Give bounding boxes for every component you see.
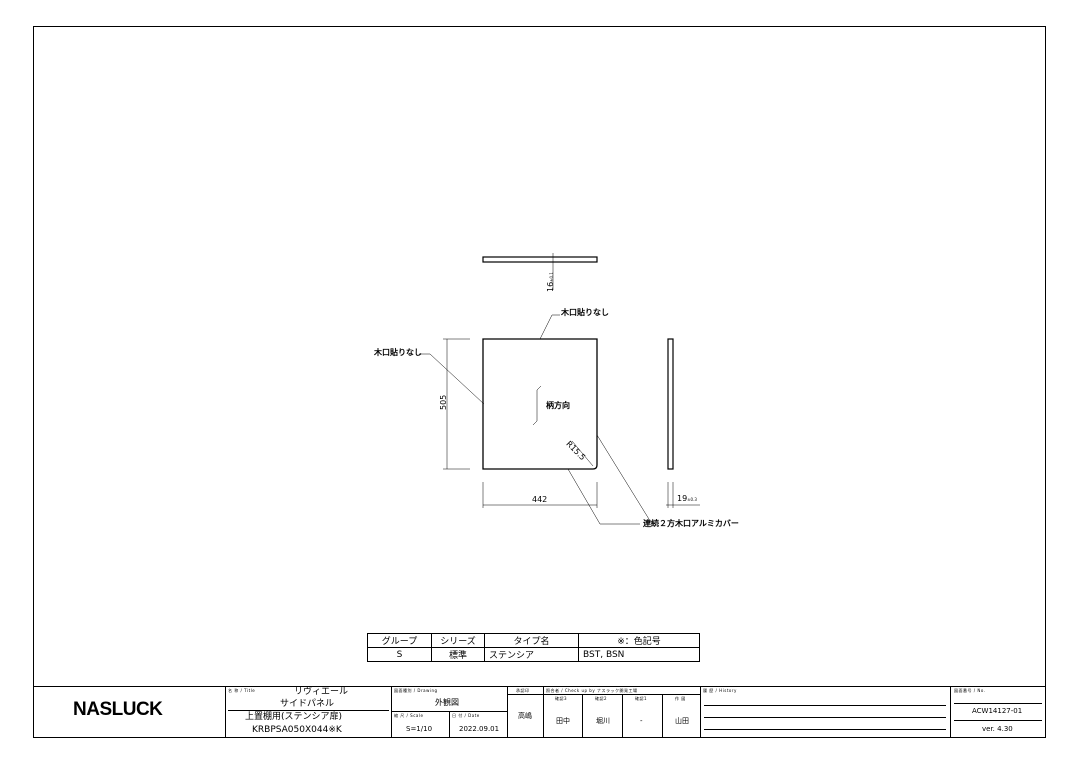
cell-series: 標準 <box>431 647 485 662</box>
history-label: 履 歴 / History <box>703 688 737 693</box>
model-number: KRBPSA050X044※K <box>252 725 342 735</box>
header-group: グループ <box>367 633 432 648</box>
check1-label: 確認1 <box>635 696 648 701</box>
note-aluminum-cover: 連続２方木口アルミカバー <box>643 519 739 528</box>
width-dim: 442 <box>532 495 548 504</box>
drafter-label: 作 図 <box>675 696 686 701</box>
date-label: 日 付 / Date <box>452 713 480 718</box>
grain-direction-label: 柄方向 <box>546 401 570 410</box>
check3-label: 確認3 <box>555 696 568 701</box>
title-line2: サイドパネル <box>280 699 335 709</box>
scale-value: S=1/10 <box>406 725 433 733</box>
number-label: 図面番号 / No. <box>954 688 986 693</box>
approver: 高嶋 <box>518 712 532 720</box>
check2-label: 確認2 <box>595 696 608 701</box>
drafter-value: 山田 <box>675 717 689 725</box>
title-line3: 上置棚用(ステンシア扉) <box>245 712 343 722</box>
check2-value: 堀川 <box>596 717 610 725</box>
spec-header-row: グループ シリーズ タイプ名 ※：色記号 <box>367 633 700 648</box>
dimension-lines <box>419 314 700 525</box>
check3-value: 田中 <box>556 717 570 725</box>
spec-table: グループ シリーズ タイプ名 ※：色記号 S 標準 ステンシア BST, BSN <box>367 633 700 662</box>
header-series: シリーズ <box>431 633 485 648</box>
note-top-edge: 木口貼りなし <box>561 308 609 317</box>
side-thickness-dim: 19±0.3 <box>677 494 697 503</box>
cell-color-code: BST, BSN <box>578 647 700 662</box>
top-view <box>482 256 598 263</box>
version: ver. 4.30 <box>982 725 1013 733</box>
drawing-type: 外観図 <box>435 698 459 707</box>
drawing-number: ACW14127-01 <box>972 707 1023 715</box>
check1-value: - <box>640 717 643 725</box>
spec-data-row: S 標準 ステンシア BST, BSN <box>367 647 700 662</box>
header-type: タイプ名 <box>484 633 579 648</box>
scale-label: 縮 尺 / Scale <box>394 713 424 718</box>
title-line1: リヴィエール <box>294 687 349 697</box>
drawing-label: 図面種別 / Drawing <box>394 688 438 693</box>
cell-type: ステンシア <box>484 647 579 662</box>
note-left-edge: 木口貼りなし <box>374 348 422 357</box>
cell-group: S <box>367 647 432 662</box>
approval-label: 承認印 <box>516 688 530 693</box>
check-label: 照合者 / Check up by ナスラック開発工場 <box>546 688 638 693</box>
height-dim: 505 <box>439 394 448 410</box>
header-color-code: ※：色記号 <box>578 633 700 648</box>
top-thickness-dim: 16±0.1 <box>546 272 555 292</box>
title-label: 名 称 / Title <box>228 688 256 693</box>
side-view <box>667 338 674 470</box>
front-view-panel <box>482 338 598 470</box>
date-value: 2022.09.01 <box>459 725 500 733</box>
nasluck-logo: NASLUCK <box>73 699 163 720</box>
